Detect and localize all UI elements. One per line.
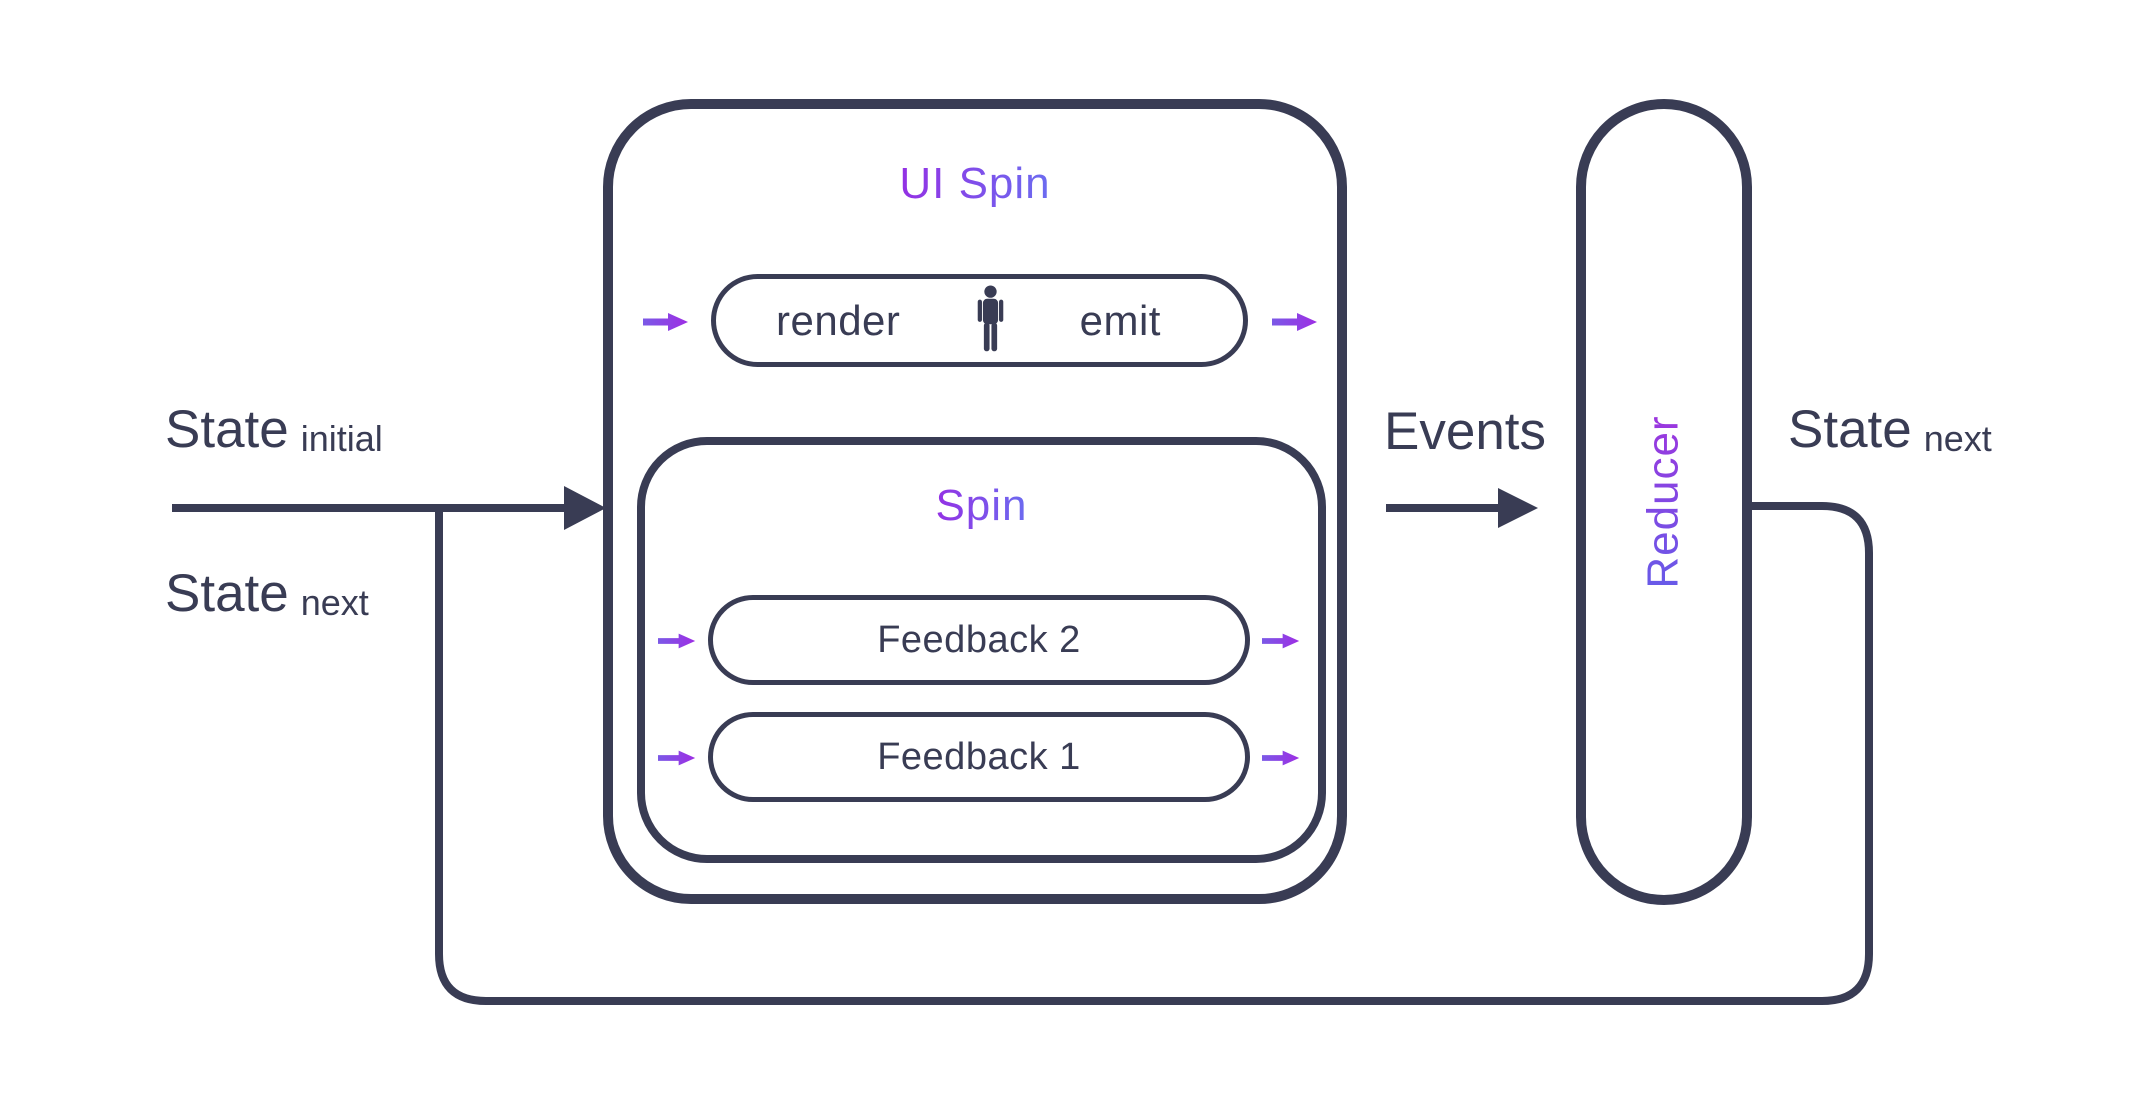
render-emit-pill: render emit [711, 274, 1248, 367]
state-next-left-main: State [165, 564, 289, 623]
render-label: render [776, 296, 901, 344]
state-next-left-label: State next [165, 562, 369, 626]
flow-arrow-icon [658, 633, 696, 649]
feedback-1-pill: Feedback 1 [708, 712, 1250, 802]
flow-arrow-icon [1262, 750, 1300, 766]
emit-label: emit [1079, 296, 1161, 344]
reducer-container: Reducer [1576, 99, 1752, 905]
spin-container: Spin Feedback 2 Feedback 1 [637, 437, 1326, 863]
feedback-2-label: Feedback 2 [877, 618, 1081, 661]
state-next-right-label: State next [1788, 398, 1992, 462]
events-label: Events [1384, 400, 1546, 464]
reducer-title: Reducer [1639, 415, 1688, 589]
flow-arrow-icon [643, 313, 688, 331]
state-initial-subscript: initial [300, 418, 383, 459]
ui-spin-title-text: UI Spin [899, 159, 1051, 208]
spin-title: Spin [645, 481, 1318, 531]
state-initial-main: State [165, 400, 289, 459]
feedback-1-label: Feedback 1 [877, 735, 1081, 778]
spin-title-text: Spin [935, 481, 1028, 530]
flow-arrow-icon [1272, 313, 1317, 331]
ui-spin-title: UI Spin [613, 159, 1337, 209]
flow-arrow-icon [658, 750, 696, 766]
person-icon [977, 285, 1003, 352]
flow-arrow-icon [1262, 633, 1300, 649]
feedback-2-pill: Feedback 2 [708, 595, 1250, 685]
state-next-right-main: State [1788, 400, 1912, 459]
state-next-right-subscript: next [1923, 418, 1992, 459]
events-arrowhead-icon [1498, 488, 1538, 528]
state-next-feedback-loop-line [435, 502, 1873, 1005]
events-label-text: Events [1384, 402, 1547, 461]
state-initial-arrowhead-icon [564, 486, 606, 530]
state-next-left-subscript: next [300, 582, 369, 623]
ui-spin-container: UI Spin render emit Spin [603, 99, 1347, 904]
state-initial-label: State initial [165, 398, 383, 462]
